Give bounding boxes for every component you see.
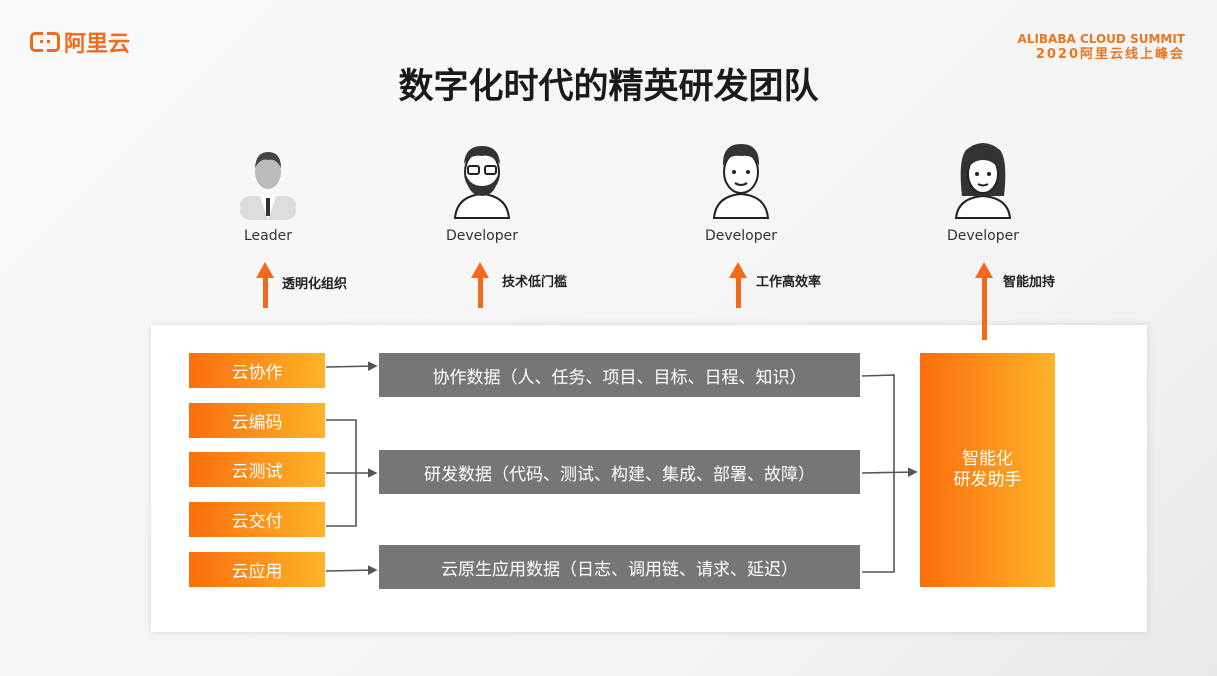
source-box: 云测试 <box>189 452 325 487</box>
benefit-label: 工作高效率 <box>756 275 822 290</box>
connector-arrow <box>861 467 918 477</box>
summit-en: ALIBABA CLOUD SUMMIT <box>1017 32 1185 46</box>
source-box: 云协作 <box>189 353 325 388</box>
role-developer-1: Developer <box>422 142 542 244</box>
role-label: Developer <box>946 228 1019 244</box>
source-box: 云交付 <box>189 502 325 537</box>
developer-female-avatar-icon <box>954 143 1012 219</box>
logo-text: 阿里云 <box>64 32 131 57</box>
benefit-label: 技术低门槛 <box>502 275 568 290</box>
assistant-box: 智能化研发助手 <box>920 353 1055 587</box>
up-arrow-icon <box>471 262 489 308</box>
role-developer-3: Developer <box>923 140 1043 244</box>
data-box: 研发数据（代码、测试、构建、集成、部署、故障） <box>379 450 860 494</box>
data-box: 云原生应用数据（日志、调用链、请求、延迟） <box>379 545 860 589</box>
assistant-line1: 智能化 <box>962 449 1013 469</box>
connector-bracket <box>861 374 895 573</box>
data-box: 协作数据（人、任务、项目、目标、日程、知识） <box>379 353 860 397</box>
logo-mark-icon <box>30 31 60 53</box>
leader-avatar-icon <box>240 152 296 220</box>
role-developer-2: Developer <box>681 140 801 244</box>
developer-avatar-icon <box>712 144 770 219</box>
up-arrow-icon <box>256 262 274 308</box>
source-box: 云编码 <box>189 403 325 438</box>
connector-arrow <box>325 565 378 575</box>
benefit-label: 透明化组织 <box>282 277 348 292</box>
role-label: Developer <box>445 228 518 244</box>
connector-arrow <box>325 361 378 371</box>
role-label: Leader <box>243 228 292 244</box>
alibaba-cloud-logo: 阿里云 <box>30 26 130 58</box>
source-box: 云应用 <box>189 552 325 587</box>
role-leader: Leader <box>208 146 328 244</box>
page-title: 数字化时代的精英研发团队 <box>398 67 819 107</box>
assistant-line2: 研发助手 <box>953 470 1022 490</box>
role-label: Developer <box>704 228 777 244</box>
developer-beard-avatar-icon <box>453 146 511 219</box>
summit-cn: 2020阿里云线上峰会 <box>1035 47 1185 62</box>
up-arrow-icon <box>975 262 993 340</box>
up-arrow-icon <box>729 262 747 308</box>
benefit-label: 智能加持 <box>1003 275 1056 290</box>
